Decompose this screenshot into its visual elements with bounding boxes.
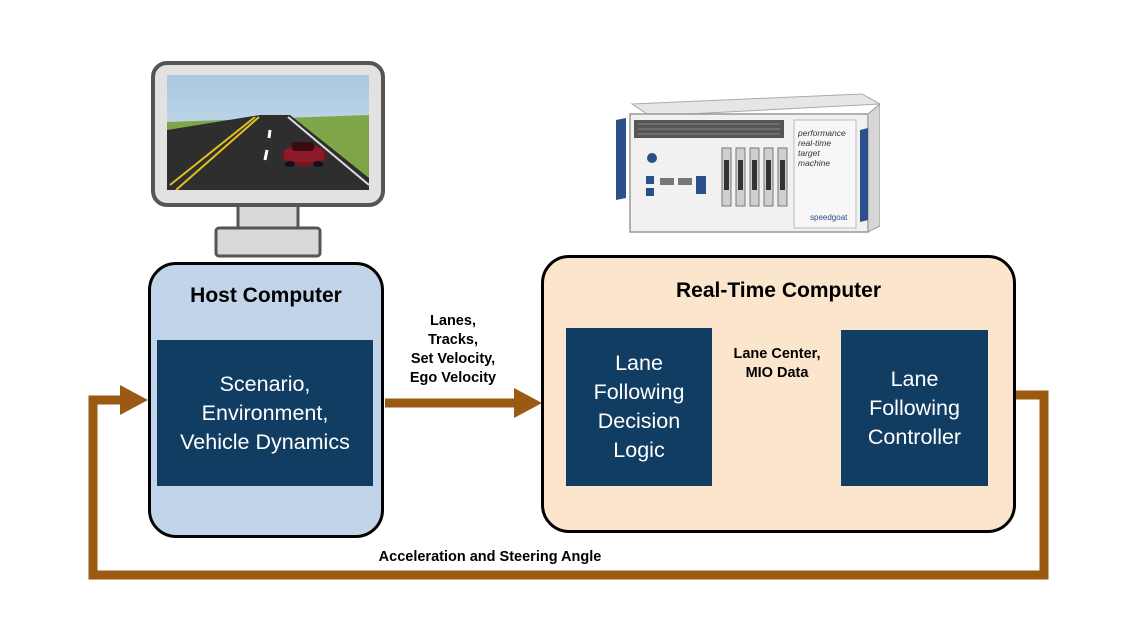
decision-logic-block: Lane Following Decision Logic bbox=[566, 328, 712, 486]
controller-line-2: Following bbox=[869, 395, 960, 420]
signal-line-lanes: Lanes, bbox=[430, 313, 476, 329]
feedback-arrow-line bbox=[88, 390, 1049, 580]
monitor-icon bbox=[151, 61, 385, 258]
decision-line-1: Lane bbox=[615, 351, 663, 375]
signal-line-set-velocity: Set Velocity, bbox=[410, 351, 496, 367]
signal-line-lane-center: Lane Center, bbox=[733, 346, 821, 362]
decision-line-2: Following bbox=[593, 380, 685, 404]
realtime-computer-title: Real-Time Computer bbox=[676, 279, 881, 302]
host-block-line-2: Environment, bbox=[201, 400, 329, 425]
hw-label-line1: performance bbox=[797, 128, 846, 138]
signal-line-tracks: Tracks, bbox=[428, 332, 478, 348]
signal-line-ego-velocity: Ego Velocity bbox=[409, 370, 497, 386]
signal-line-mio-data: MIO Data bbox=[745, 365, 809, 381]
host-block-line-1: Scenario, bbox=[219, 371, 311, 396]
host-to-rt-arrowhead bbox=[514, 388, 542, 418]
decision-to-controller-signal-label: Lane Center, MIO Data bbox=[716, 345, 838, 383]
hw-brand-label: speedgoat bbox=[810, 213, 848, 222]
decision-line-3: Decision bbox=[597, 409, 681, 433]
hw-label-line4: machine bbox=[798, 158, 830, 168]
target-machine-icon: performance real-time target machine spe… bbox=[616, 93, 880, 233]
host-block: Scenario, Environment, Vehicle Dynamics bbox=[157, 340, 373, 486]
host-computer-title: Host Computer bbox=[190, 284, 342, 307]
feedback-arrowhead bbox=[120, 385, 148, 415]
controller-line-1: Lane bbox=[890, 366, 939, 391]
decision-line-4: Logic bbox=[613, 438, 665, 462]
controller-line-3: Controller bbox=[867, 424, 962, 449]
controller-block: Lane Following Controller bbox=[841, 330, 988, 486]
hw-label-line2: real-time bbox=[798, 138, 831, 148]
host-to-rt-signal-label: Lanes, Tracks, Set Velocity, Ego Velocit… bbox=[390, 312, 516, 388]
feedback-signal-label: Acceleration and Steering Angle bbox=[378, 549, 602, 565]
hw-label-line3: target bbox=[798, 148, 820, 158]
host-block-line-3: Vehicle Dynamics bbox=[180, 429, 350, 454]
